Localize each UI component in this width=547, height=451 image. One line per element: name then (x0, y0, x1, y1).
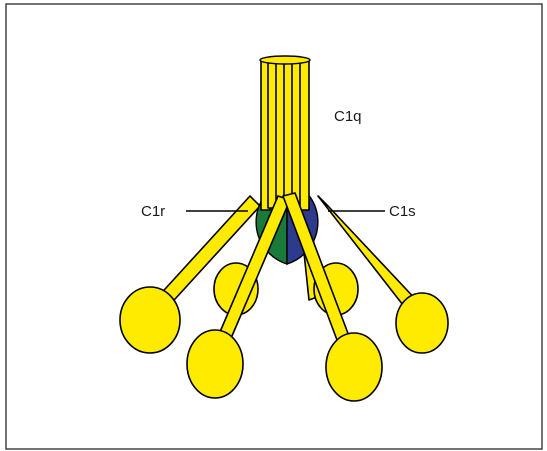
c1s-label: C1s (389, 203, 416, 220)
c1q-stalk-bundle (260, 56, 310, 210)
c1q-globular-head (396, 293, 448, 353)
c1q-globular-head (187, 330, 243, 398)
c1q-globular-head (326, 333, 382, 401)
c1q-globular-head (120, 287, 180, 353)
c1r-label: C1r (141, 203, 165, 220)
c1q-label: C1q (334, 108, 362, 125)
